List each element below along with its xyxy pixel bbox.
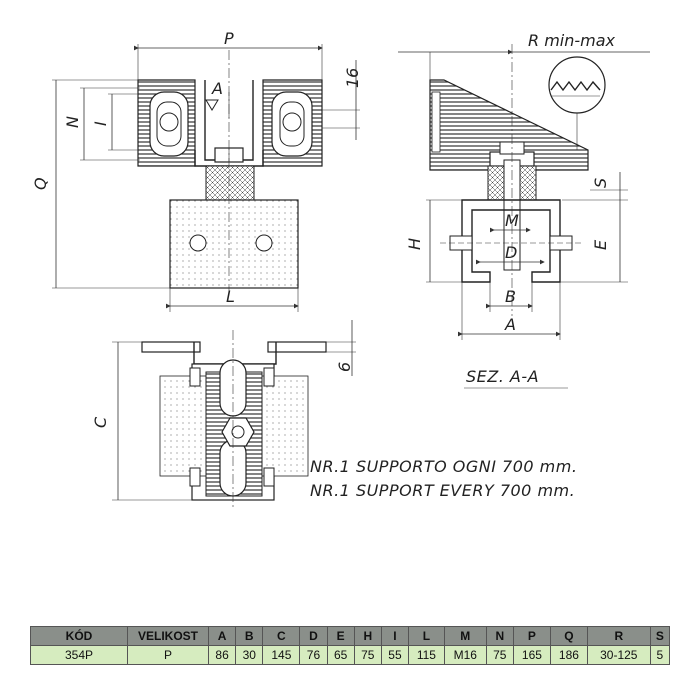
table-cell: 165 <box>512 645 551 665</box>
header-cell: B <box>235 626 264 646</box>
table-cell: 76 <box>299 645 328 665</box>
dim-label-16: 16 <box>343 68 362 88</box>
section-view <box>429 44 606 316</box>
dim-label-R: R min-max <box>528 31 616 50</box>
dim-label-B: B <box>505 287 516 306</box>
note-english: NR.1 SUPPORT EVERY 700 mm. <box>310 481 575 500</box>
header-cell: A <box>207 626 237 646</box>
dim-label-H: H <box>405 238 424 250</box>
table-cell: 115 <box>408 645 445 665</box>
table-cell: 30 <box>235 645 264 665</box>
header-cell: R <box>586 626 651 646</box>
dim-label-L: L <box>226 287 235 306</box>
spec-table-wrapper: KÓD VELIKOST A B C D E H I L M N P Q R S… <box>30 626 671 665</box>
spec-table-row: 354P P 86 30 145 76 65 75 55 115 M16 75 … <box>30 645 671 665</box>
spec-table-header-row: KÓD VELIKOST A B C D E H I L M N P Q R S <box>30 626 671 646</box>
dim-label-D: D <box>505 243 517 262</box>
table-cell: M16 <box>443 645 487 665</box>
header-cell: D <box>299 626 328 646</box>
header-cell: N <box>485 626 514 646</box>
table-cell: 186 <box>549 645 588 665</box>
header-cell: M <box>443 626 487 646</box>
header-cell: P <box>512 626 551 646</box>
dim-label-M: M <box>505 211 519 230</box>
table-cell: 30-125 <box>586 645 651 665</box>
table-cell: P <box>127 645 209 665</box>
table-cell: 86 <box>207 645 237 665</box>
dim-label-E: E <box>591 239 610 250</box>
section-bracket <box>429 79 589 171</box>
dim-label-P: P <box>224 29 234 48</box>
table-cell: 145 <box>262 645 301 665</box>
rail-body-front <box>169 199 299 289</box>
header-cell: I <box>380 626 410 646</box>
note-italian: NR.1 SUPPORTO OGNI 700 mm. <box>310 457 577 476</box>
dim-label-C: C <box>91 416 110 428</box>
dim-label-Q: Q <box>31 177 50 190</box>
header-cell: VELIKOST <box>127 626 209 646</box>
section-title: SEZ. A-A <box>466 367 539 386</box>
table-cell: 75 <box>485 645 514 665</box>
table-cell: 55 <box>380 645 410 665</box>
header-cell: L <box>408 626 445 646</box>
dim-label-S: S <box>591 178 610 188</box>
table-cell: 75 <box>353 645 382 665</box>
bottom-view <box>141 330 327 510</box>
dim-label-6: 6 <box>335 362 354 372</box>
table-cell: 354P <box>30 645 128 665</box>
header-cell: C <box>262 626 301 646</box>
spec-table: KÓD VELIKOST A B C D E H I L M N P Q R S… <box>30 626 671 665</box>
header-cell: S <box>649 626 671 646</box>
dim-label-A: A <box>504 315 516 334</box>
technical-drawing: A P 16 N I Q L <box>31 29 650 510</box>
dim-label-N: N <box>63 116 82 128</box>
dim-label-I: I <box>91 121 110 126</box>
section-marker-label: A <box>211 79 223 98</box>
front-view: A <box>137 50 323 292</box>
header-cell: Q <box>549 626 588 646</box>
table-cell: 65 <box>326 645 355 665</box>
header-cell: H <box>353 626 382 646</box>
header-cell: E <box>326 626 355 646</box>
header-cell: KÓD <box>30 626 128 646</box>
table-cell: 5 <box>649 645 671 665</box>
